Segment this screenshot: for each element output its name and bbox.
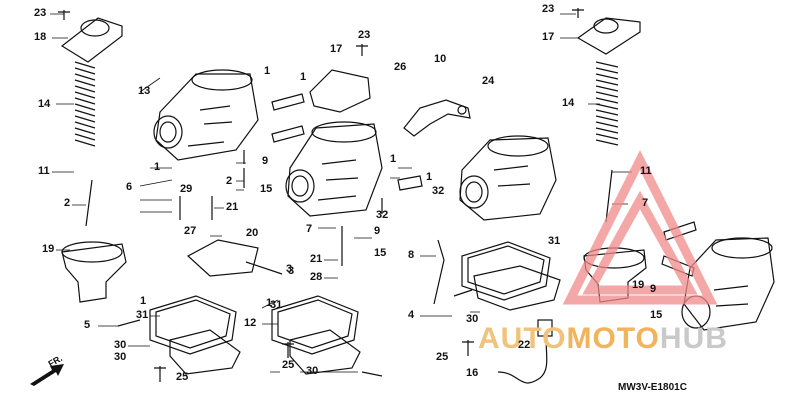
callout-label: 3 <box>288 265 295 277</box>
callout-label: 1 <box>264 65 271 77</box>
top-cap-right-dome <box>593 18 619 34</box>
callout-label: 30 <box>466 313 479 325</box>
callout-label: 24 <box>482 75 495 87</box>
callout-label: 25 <box>176 371 189 383</box>
callout-label: 19 <box>632 279 645 291</box>
float-chamber-1 <box>149 295 241 375</box>
callout-label: 1 <box>390 153 397 165</box>
callout-label: 1 <box>140 295 147 307</box>
top-cap-left-dome <box>80 19 110 37</box>
callout-label: 14 <box>38 98 51 110</box>
top-cap-center <box>309 69 371 113</box>
callout-label: 30 <box>306 365 319 377</box>
float-chamber-2 <box>271 295 361 375</box>
spring-right <box>595 61 619 146</box>
carb-body-1 <box>153 69 259 161</box>
callout-label: 14 <box>562 97 575 109</box>
throttle-link <box>403 99 471 137</box>
spring-left <box>74 61 96 147</box>
callout-label: 2 <box>64 197 71 209</box>
leader-lines <box>50 13 632 373</box>
diagram-code: MW3V-E1801C <box>618 382 687 393</box>
callout-label: 31 <box>136 309 149 321</box>
callout-label: 28 <box>310 271 323 283</box>
jet-needle-left <box>85 179 93 227</box>
callout-label: 31 <box>270 299 283 311</box>
watermark-logo <box>562 149 718 305</box>
callout-label: 6 <box>126 181 133 193</box>
callout-label: 9 <box>374 225 381 237</box>
callout-label: 7 <box>306 223 313 235</box>
callout-label: 17 <box>542 31 555 43</box>
callout-label: 9 <box>262 155 269 167</box>
carb-body-2 <box>285 121 383 217</box>
sensor-cable <box>497 335 548 384</box>
carb-body-4 <box>681 237 775 331</box>
callout-label: 5 <box>84 319 91 331</box>
top-cap-left <box>60 17 123 63</box>
callout-label: 30 <box>114 339 127 351</box>
callout-label: 18 <box>34 31 47 43</box>
callout-label: 15 <box>374 247 387 259</box>
callout-label: 1 <box>266 297 273 309</box>
callout-label: 25 <box>436 351 449 363</box>
callout-label: 23 <box>358 29 371 41</box>
callout-label: 3 <box>286 263 293 275</box>
top-cap-right <box>576 17 641 55</box>
callout-label: 19 <box>42 243 55 255</box>
callout-label: 26 <box>394 61 407 73</box>
callout-label: 7 <box>642 197 649 209</box>
carb-body-3 <box>459 135 557 221</box>
callout-label: 11 <box>38 165 50 177</box>
callout-label: 21 <box>310 253 323 265</box>
callout-label: 21 <box>226 201 239 213</box>
callout-label: 1 <box>426 171 433 183</box>
watermark-text: AUTOMOTOHUB <box>478 322 728 355</box>
callout-label: 23 <box>542 3 555 15</box>
callout-label: 1 <box>154 161 161 173</box>
front-arrow-icon <box>30 364 64 386</box>
piston-left <box>61 243 127 303</box>
callout-label: 15 <box>650 309 663 321</box>
callout-label: 13 <box>138 85 151 97</box>
callout-label: 11 <box>640 165 652 177</box>
callout-label: 32 <box>432 185 445 197</box>
callout-label: 2 <box>226 175 233 187</box>
jet-needle-right <box>605 169 613 223</box>
callout-label: 12 <box>244 317 257 329</box>
callout-label: 25 <box>282 359 295 371</box>
callout-label: 16 <box>466 367 479 379</box>
callout-label: 32 <box>376 209 389 221</box>
callout-label: 4 <box>408 309 415 321</box>
callout-label: 17 <box>330 43 343 55</box>
callout-label: 23 <box>34 7 47 19</box>
callout-label: 22 <box>518 339 531 351</box>
callout-label: 27 <box>184 225 197 237</box>
screws <box>58 8 584 382</box>
callout-label: 20 <box>246 227 259 239</box>
callout-label: 10 <box>434 53 447 65</box>
float-chamber-3 <box>461 241 561 311</box>
callout-label: 15 <box>260 183 273 195</box>
callout-label: 29 <box>180 183 193 195</box>
callout-label: 30 <box>114 351 127 363</box>
callout-label: 9 <box>650 283 657 295</box>
callout-label: 1 <box>300 71 307 83</box>
callout-label: 8 <box>408 249 415 261</box>
callout-label: 31 <box>548 235 561 247</box>
